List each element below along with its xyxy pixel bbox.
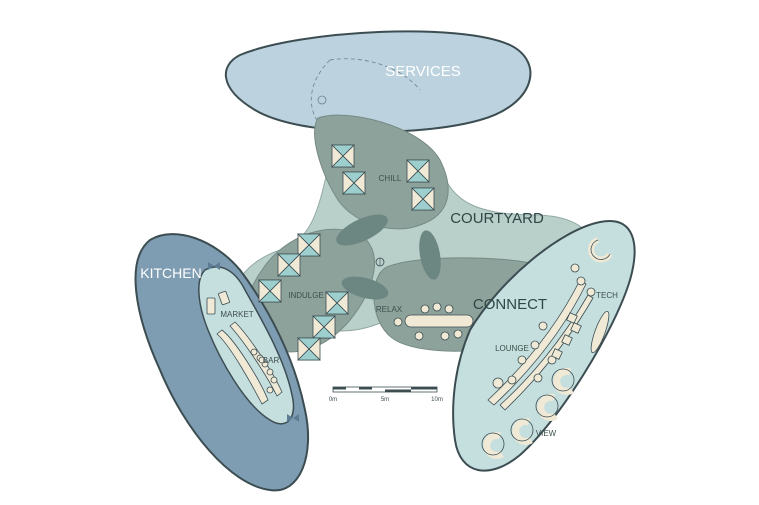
view-arcs (481, 368, 575, 459)
compass-icon (375, 257, 385, 267)
zone-label-kitchen: KITCHEN (140, 265, 201, 281)
services-dashed-path (311, 58, 421, 126)
bar-furniture (206, 290, 283, 405)
area-label-indulge: INDULGE (288, 291, 324, 300)
area-label-tech: TECH (596, 291, 618, 300)
scale-label-0: 0m (329, 397, 337, 403)
area-label-lounge: LOUNGE (495, 344, 529, 353)
passage-oval (336, 214, 388, 246)
area-label-relax: RELAX (376, 305, 403, 314)
kitchen-zone (134, 233, 310, 492)
connect-furniture (481, 237, 613, 459)
area-label-chill: CHILL (379, 174, 402, 183)
relax-furniture (393, 302, 474, 341)
passage-oval (419, 230, 441, 280)
passage-oval (341, 276, 389, 300)
zone-label-services: SERVICES (385, 63, 461, 80)
zone-label-courtyard: COURTYARD (450, 210, 544, 227)
scale-label-10: 10m (431, 397, 443, 403)
area-label-bar: BAR (263, 356, 280, 365)
services-fixture (317, 95, 327, 105)
area-label-view: VIEW (536, 429, 557, 438)
bow-ornament-icon (208, 262, 299, 422)
zone-label-connect: CONNECT (473, 296, 547, 313)
services-zone (224, 30, 532, 133)
area-label-market: MARKET (220, 310, 253, 319)
chill-tiles (331, 144, 435, 211)
scale-label-5: 5m (381, 397, 389, 403)
scale-bar: 0m 5m 10m (329, 386, 443, 403)
indulge-tiles (258, 233, 349, 361)
